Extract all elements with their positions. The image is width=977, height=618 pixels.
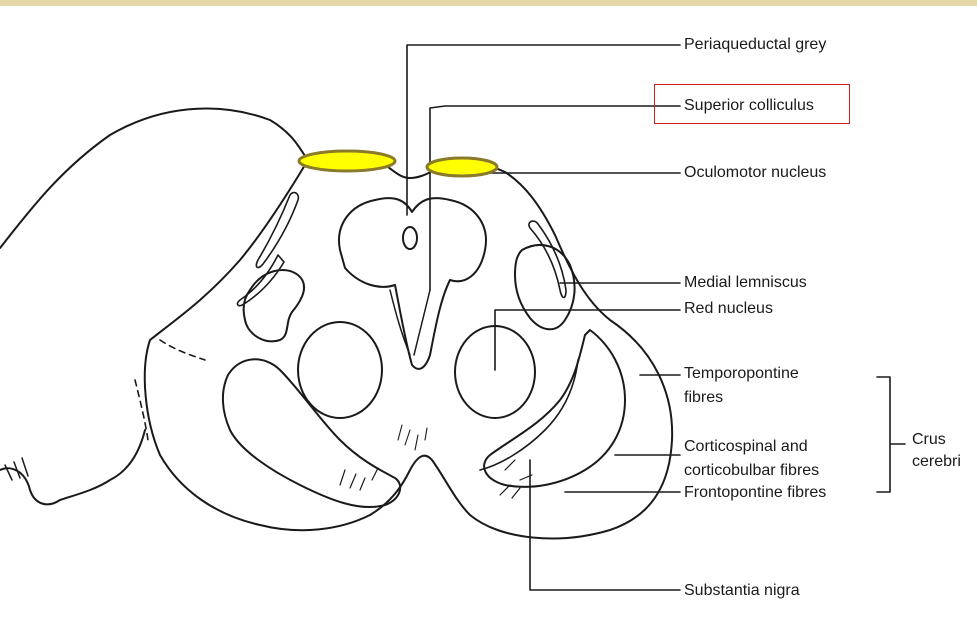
right-crus [484, 330, 625, 487]
leader-periaqueductal [407, 45, 680, 215]
label-red-nucleus: Red nucleus [684, 299, 773, 319]
label-oculomotor-nucleus: Oculomotor nucleus [684, 163, 826, 183]
left-tissue-outline [0, 109, 308, 248]
left-red-nucleus [298, 322, 382, 418]
left-lower-outline [0, 430, 145, 504]
label-superior-colliculus: Superior colliculus [684, 96, 814, 116]
right-lemniscus [529, 221, 566, 297]
hatch-right [500, 460, 532, 498]
label-corticospinal-line1: Corticospinal and [684, 437, 808, 457]
label-medial-lemniscus: Medial lemniscus [684, 273, 807, 293]
label-temporopontine-line1: Temporopontine [684, 364, 799, 384]
crus-bracket [877, 377, 905, 492]
right-sn-line [480, 360, 578, 470]
hatch-left [340, 468, 378, 490]
label-crus-line2: cerebri [912, 452, 961, 472]
leader-lines [407, 45, 905, 590]
left-superior-colliculus-highlight [299, 151, 395, 171]
midline-groove [390, 290, 430, 355]
leader-substantia-nigra [530, 460, 680, 590]
leader-superior-colliculus [430, 106, 680, 290]
dashed-boundary [160, 340, 205, 360]
outer-outline [145, 152, 672, 538]
right-superior-colliculus-highlight [427, 158, 497, 176]
left-ml-blob [244, 270, 304, 341]
label-periaqueductal-grey: Periaqueductal grey [684, 35, 826, 55]
label-substantia-nigra: Substantia nigra [684, 581, 800, 601]
label-crus-line1: Crus [912, 430, 946, 450]
left-crus [223, 359, 400, 507]
label-frontopontine-fibres: Frontopontine fibres [684, 483, 826, 503]
label-corticospinal-line2: corticobulbar fibres [684, 461, 819, 481]
hatch-center [398, 425, 427, 450]
left-lemniscus-2 [237, 255, 284, 306]
label-temporopontine-line2: fibres [684, 388, 723, 408]
cerebral-aqueduct [403, 227, 417, 249]
